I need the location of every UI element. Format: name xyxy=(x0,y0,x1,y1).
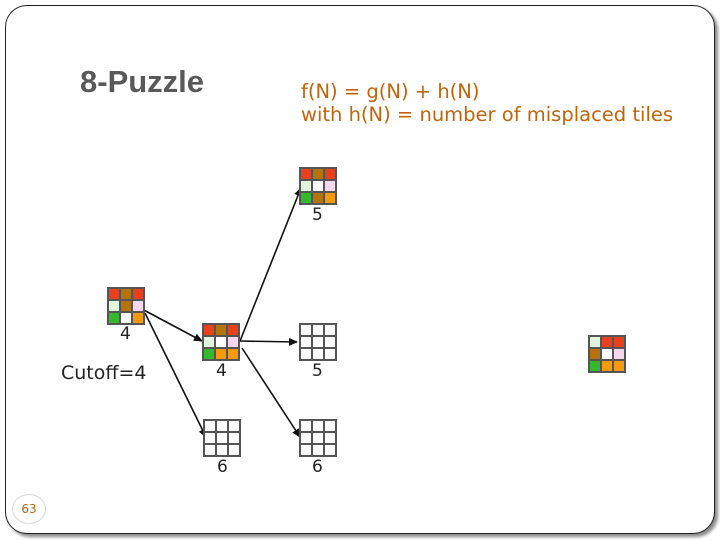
puzzle-tile xyxy=(312,444,324,456)
slide-frame xyxy=(5,5,715,534)
puzzle-tile xyxy=(312,180,324,192)
puzzle-tile xyxy=(312,324,324,336)
f-value-top: 5 xyxy=(312,205,323,225)
puzzle-tile xyxy=(108,300,120,312)
puzzle-board-mid xyxy=(202,323,240,361)
puzzle-tile xyxy=(228,444,240,456)
puzzle-tile xyxy=(324,432,336,444)
puzzle-tile xyxy=(108,288,120,300)
puzzle-tile xyxy=(300,420,312,432)
puzzle-tile xyxy=(324,192,336,204)
puzzle-tile xyxy=(227,336,239,348)
puzzle-tile xyxy=(203,348,215,360)
puzzle-tile xyxy=(324,168,336,180)
puzzle-tile xyxy=(312,432,324,444)
puzzle-tile xyxy=(613,360,625,372)
puzzle-tile xyxy=(324,336,336,348)
page-number: 63 xyxy=(12,494,46,524)
puzzle-tile xyxy=(324,444,336,456)
puzzle-tile xyxy=(601,336,613,348)
puzzle-tile xyxy=(120,288,132,300)
puzzle-tile xyxy=(227,348,239,360)
f-value-bottom-left: 6 xyxy=(217,457,228,477)
puzzle-board-root xyxy=(107,287,145,325)
puzzle-tile xyxy=(228,432,240,444)
puzzle-tile xyxy=(601,348,613,360)
puzzle-tile xyxy=(300,324,312,336)
cutoff-label: Cutoff=4 xyxy=(61,362,147,384)
formula-line-2: with h(N) = number of misplaced tiles xyxy=(301,103,674,126)
puzzle-tile xyxy=(312,420,324,432)
puzzle-tile xyxy=(108,312,120,324)
puzzle-tile xyxy=(203,324,215,336)
puzzle-tile xyxy=(228,420,240,432)
puzzle-tile xyxy=(300,432,312,444)
edge-root-to-bottom-left xyxy=(144,312,207,438)
edge-mid-to-right xyxy=(239,337,298,346)
puzzle-tile xyxy=(216,420,228,432)
edge-mid-to-bottom-right xyxy=(241,347,301,438)
puzzle-tile xyxy=(204,432,216,444)
puzzle-tile xyxy=(300,192,312,204)
puzzle-tile xyxy=(204,444,216,456)
puzzle-tile xyxy=(120,300,132,312)
puzzle-tile xyxy=(215,336,227,348)
f-value-mid: 4 xyxy=(216,361,227,381)
puzzle-tile xyxy=(324,420,336,432)
puzzle-board-goal xyxy=(588,335,626,373)
puzzle-tile xyxy=(120,312,132,324)
puzzle-tile xyxy=(324,348,336,360)
formula-line-1: f(N) = g(N) + h(N) xyxy=(301,80,480,103)
puzzle-tile xyxy=(132,312,144,324)
puzzle-board-right xyxy=(299,323,337,361)
puzzle-tile xyxy=(300,348,312,360)
puzzle-tile xyxy=(589,348,601,360)
puzzle-tile xyxy=(300,168,312,180)
f-value-bottom-right: 6 xyxy=(312,457,323,477)
puzzle-tile xyxy=(300,336,312,348)
puzzle-tile xyxy=(312,192,324,204)
puzzle-board-top xyxy=(299,167,337,205)
puzzle-tile xyxy=(589,360,601,372)
puzzle-board-bottom-left xyxy=(203,419,241,457)
puzzle-tile xyxy=(613,336,625,348)
f-value-right: 5 xyxy=(312,361,323,381)
puzzle-tile xyxy=(215,324,227,336)
puzzle-tile xyxy=(613,348,625,360)
f-value-root: 4 xyxy=(120,324,131,344)
edge-mid-to-top xyxy=(239,187,302,342)
puzzle-tile xyxy=(216,432,228,444)
puzzle-tile xyxy=(203,336,215,348)
puzzle-tile xyxy=(601,360,613,372)
puzzle-tile xyxy=(227,324,239,336)
slide-title: 8-Puzzle xyxy=(80,64,205,99)
puzzle-tile xyxy=(589,336,601,348)
puzzle-tile xyxy=(312,348,324,360)
puzzle-tile xyxy=(216,444,228,456)
puzzle-tile xyxy=(132,300,144,312)
puzzle-tile xyxy=(312,336,324,348)
puzzle-tile xyxy=(300,180,312,192)
puzzle-board-bottom-right xyxy=(299,419,337,457)
puzzle-tile xyxy=(132,288,144,300)
puzzle-tile xyxy=(312,168,324,180)
edge-root-to-mid xyxy=(139,307,203,342)
puzzle-tile xyxy=(215,348,227,360)
puzzle-tile xyxy=(324,324,336,336)
puzzle-tile xyxy=(324,180,336,192)
puzzle-tile xyxy=(300,444,312,456)
puzzle-tile xyxy=(204,420,216,432)
